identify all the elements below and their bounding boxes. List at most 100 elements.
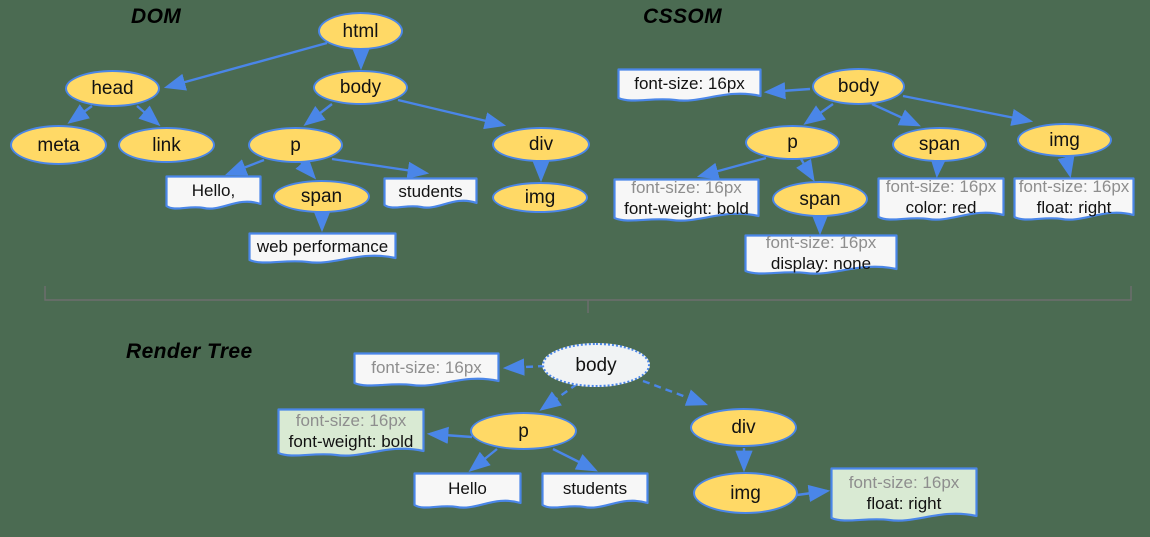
cssom-img-node: img — [1017, 123, 1112, 157]
cssom-img-rules-document-shape — [1013, 177, 1135, 221]
edge-render-p-to-render-text-students — [552, 447, 598, 472]
dom-span-ellipse-shape — [273, 180, 370, 213]
render-body-ellipse-shape — [542, 343, 650, 387]
dom-div-label: div — [528, 134, 554, 155]
cssom-img-ellipse-shape — [1017, 123, 1112, 157]
dom-body-ellipse-shape — [313, 70, 408, 105]
dom-text-webperf-document-shape — [248, 232, 397, 264]
dom-text-webperf-box: web performance — [248, 232, 397, 267]
render-p-node: p — [470, 412, 577, 450]
render-img-rules-label-1: float: right — [866, 493, 942, 513]
render-p-ellipse-shape — [470, 412, 577, 450]
cssom-p-span-rules-document-shape — [744, 234, 898, 275]
edge-cssom-body-to-cssom-body-rules — [763, 82, 811, 100]
edge-dom-p-to-dom-span — [295, 157, 317, 180]
dom-meta-node: meta — [10, 125, 107, 165]
cssom-span-ellipse-shape — [892, 127, 987, 162]
render-body-rules-box: font-size: 16px — [353, 352, 500, 390]
dom-body-label: body — [339, 77, 382, 98]
render-p-rules-label-0: font-size: 16px — [295, 410, 407, 430]
cssom-span-rules-label-0: font-size: 16px — [885, 177, 997, 196]
cssom-span-rules-document-shape — [877, 177, 1005, 221]
render-img-ellipse-shape — [693, 472, 798, 514]
edge-dom-p-to-dom-text-hello — [224, 158, 265, 176]
cssom-img-rules-label-0: font-size: 16px — [1018, 177, 1130, 196]
dom-text-hello-box: Hello, — [165, 175, 262, 213]
render-text-students-label: students — [562, 479, 628, 498]
dom-link-label: link — [152, 134, 181, 156]
section-title-render: Render Tree — [126, 340, 253, 363]
dom-span-node: span — [273, 180, 370, 213]
dom-text-students-box: students — [383, 177, 478, 212]
edge-dom-head-to-dom-meta — [67, 104, 93, 124]
cssom-p-rules-document-shape — [613, 178, 760, 222]
dom-head-node: head — [65, 70, 160, 107]
dom-meta-ellipse-shape — [10, 125, 107, 165]
render-body-label: body — [575, 354, 617, 376]
cssom-img-rules-label-1: float: right — [1036, 198, 1112, 217]
render-text-hello-label: Hello — [448, 479, 487, 498]
dom-meta-label: meta — [37, 134, 80, 156]
section-title-dom: DOM — [131, 5, 182, 28]
dom-img-node: img — [492, 182, 588, 213]
cssom-p-span-ellipse-shape — [772, 181, 868, 217]
render-div-label: div — [731, 417, 756, 438]
render-body-node: body — [542, 343, 650, 387]
dom-text-webperf-label: web performance — [256, 236, 389, 256]
render-text-students-box: students — [541, 472, 649, 512]
edge-render-body-to-render-p — [539, 383, 578, 411]
edge-cssom-span-to-cssom-span-rules — [929, 156, 948, 179]
edge-cssom-img-to-cssom-img-rules — [1057, 155, 1075, 179]
edge-cssom-p-to-cssom-p-rules — [696, 156, 767, 180]
render-p-rules-label-1: font-weight: bold — [288, 431, 414, 451]
edge-dom-p-to-dom-text-students — [331, 157, 430, 179]
render-text-hello-document-shape — [413, 472, 522, 509]
cssom-p-span-rules-label-0: font-size: 16px — [765, 232, 877, 252]
dom-link-node: link — [118, 127, 215, 163]
cssom-span-node: span — [892, 127, 987, 162]
dom-p-label: p — [290, 134, 301, 156]
edge-render-body-to-render-body-rules — [502, 358, 546, 376]
dom-text-students-label: students — [398, 181, 463, 201]
render-div-node: div — [690, 408, 797, 447]
render-img-rules-document-shape — [830, 467, 978, 522]
dom-span-label: span — [300, 186, 343, 207]
cssom-p-ellipse-shape — [745, 125, 840, 160]
edge-cssom-body-to-cssom-span — [871, 102, 921, 127]
dom-p-ellipse-shape — [248, 127, 343, 163]
cssom-span-label: span — [918, 134, 961, 155]
cssom-body-rules-document-shape — [617, 68, 762, 102]
render-img-label: img — [730, 482, 761, 504]
edge-cssom-body-to-cssom-img — [902, 94, 1034, 126]
dom-text-students-document-shape — [383, 177, 478, 209]
cssom-img-label: img — [1049, 129, 1080, 151]
dom-body-node: body — [313, 70, 408, 105]
cssom-body-ellipse-shape — [812, 68, 905, 105]
dom-text-hello-document-shape — [165, 175, 262, 210]
dom-head-label: head — [91, 78, 134, 99]
cssom-p-rules-label-0: font-size: 16px — [631, 178, 742, 197]
edge-cssom-body-to-cssom-p — [803, 103, 834, 125]
cssom-p-label: p — [787, 132, 798, 153]
dom-img-label: img — [524, 187, 556, 208]
dom-html-node: html — [318, 12, 403, 50]
dom-head-ellipse-shape — [65, 70, 160, 107]
render-img-node: img — [693, 472, 798, 514]
section-title-cssom: CSSOM — [643, 5, 723, 28]
edge-cssom-p-to-cssom-p-span — [796, 158, 815, 182]
render-p-rules-document-shape — [277, 408, 425, 457]
render-img-rules-label-0: font-size: 16px — [848, 472, 960, 492]
render-div-ellipse-shape — [690, 408, 797, 447]
dom-text-hello-label: Hello, — [191, 181, 236, 200]
dom-img-ellipse-shape — [492, 182, 588, 213]
cssom-body-rules-box: font-size: 16px — [617, 68, 762, 105]
dom-p-node: p — [248, 127, 343, 163]
render-body-rules-document-shape — [353, 352, 500, 387]
cssom-p-span-rules-label-1: display: none — [770, 253, 872, 273]
edge-render-img-to-render-img-rules — [796, 484, 831, 502]
cssom-body-rules-label: font-size: 16px — [634, 73, 745, 93]
